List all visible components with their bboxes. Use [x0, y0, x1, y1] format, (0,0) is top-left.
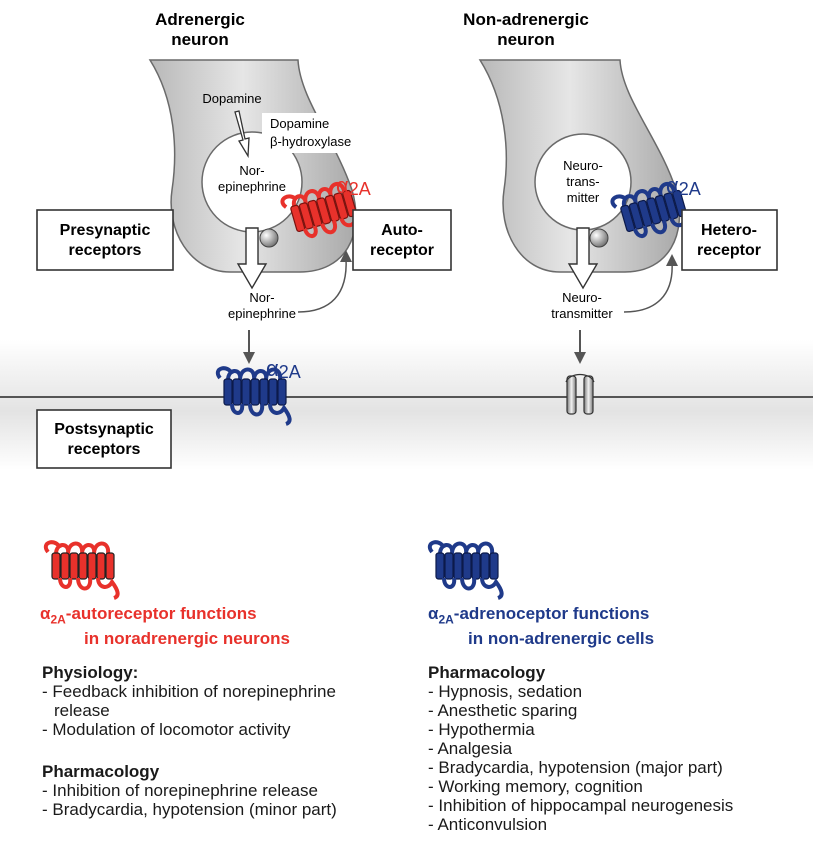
receptor-helix [96, 552, 106, 580]
receptor-c-tail [230, 403, 292, 426]
heteroreceptor-feedback-arrowhead [666, 254, 678, 266]
receptor-helix [435, 552, 445, 580]
receptor-helix [290, 204, 306, 232]
receptor-helix [223, 378, 233, 406]
receptor-helix [333, 192, 349, 220]
neurotransmitter-release-arrow [567, 227, 599, 290]
pharmacology-item: Working memory, cognition [428, 777, 808, 796]
receptor-helix [471, 552, 481, 580]
receptor-c-tail [58, 577, 120, 600]
physiology-item: Modulation of locomotor activity [42, 720, 382, 739]
receptor-helix [232, 378, 242, 406]
receptor-helix [105, 552, 115, 580]
autoreceptor-feedback-arrow [297, 257, 347, 313]
alpha2a-postsynaptic-receptor [215, 366, 292, 426]
autoreceptor-box: Auto-receptor [352, 209, 452, 271]
physiology-heading: Physiology: [42, 663, 139, 682]
pharmacology-item: Anesthetic sparing [428, 701, 808, 720]
pharmacology-heading-right: Pharmacology [428, 663, 546, 682]
adrenoceptor-functions-panel: Pharmacology Hypnosis, sedationAnestheti… [428, 663, 808, 835]
pharmacology-item: Anticonvulsion [428, 815, 808, 834]
receptor-helix [489, 552, 499, 580]
receptor-helix [268, 378, 278, 406]
autoreceptor-functions-title: α2A-autoreceptor functions in noradrener… [40, 604, 290, 649]
receptor-helix [307, 199, 323, 228]
alpha2a-label-auto: α2A [336, 173, 371, 199]
norepinephrine-vesicle-label: Nor-epinephrine [218, 163, 286, 194]
autoreceptor-functions-panel: Physiology: Feedback inhibition of norep… [42, 663, 382, 820]
autoreceptor-feedback-arrowhead [340, 250, 352, 262]
receptor-helix [69, 552, 79, 580]
receptor-helix [241, 378, 251, 406]
pharmacology-item: Bradycardia, hypotension (minor part) [42, 800, 382, 819]
receptor-c-tail [442, 577, 504, 600]
receptor-helix [444, 552, 454, 580]
physiology-list: Feedback inhibition of norepinephrine re… [42, 682, 382, 739]
receptor-helix [298, 202, 314, 230]
dopamine-label: Dopamine [202, 91, 261, 106]
ion-channel [565, 373, 595, 415]
alpha2a-label-hetero: α2A [666, 173, 701, 199]
postsynaptic-arrowhead-right [574, 352, 586, 364]
svg-text:Auto-receptor: Auto-receptor [370, 222, 434, 259]
adrenoceptor-functions-title: α2A-adrenoceptor functions in non-adrene… [428, 604, 655, 649]
receptor-helix [646, 197, 662, 225]
pharmacology-item: Hypnosis, sedation [428, 682, 808, 701]
pharmacology-item: Bradycardia, hypotension (major part) [428, 758, 808, 777]
alpha2a-symbol: α2A [428, 604, 454, 627]
receptor-helix [259, 378, 269, 406]
receptor-helix [628, 202, 644, 230]
adrenoceptor-legend-icon [427, 540, 504, 600]
pharmacology-item: Analgesia [428, 739, 808, 758]
g-protein-ball-right [589, 228, 609, 248]
receptor-helix [51, 552, 61, 580]
pharmacology-item: Inhibition of norepinephrine release [42, 781, 382, 800]
released-neurotransmitter-label: Neuro-transmitter [551, 290, 613, 321]
receptor-helix [620, 204, 636, 232]
receptor-helix [60, 552, 70, 580]
pharmacology-item: Hypothermia [428, 720, 808, 739]
dopamine-arrow [234, 110, 250, 159]
receptor-helix [480, 552, 490, 580]
receptor-helix [637, 199, 653, 228]
receptor-helix [87, 552, 97, 580]
receptor-helix [250, 378, 260, 406]
released-norepinephrine-label: Nor-epinephrine [228, 290, 296, 321]
receptor-helix [78, 552, 88, 580]
alpha2a-label-post: α2A [266, 356, 301, 382]
svg-text:Hetero-receptor: Hetero-receptor [697, 222, 761, 259]
alpha2a-autoreceptor-red [280, 182, 367, 238]
norepinephrine-release-arrow [236, 227, 268, 290]
pharmacology-list-left: Inhibition of norepinephrine releaseBrad… [42, 781, 382, 819]
receptor-helix [316, 197, 332, 225]
receptor-helix [663, 192, 679, 220]
physiology-item: Feedback inhibition of norepinephrine re… [42, 682, 382, 720]
receptor-helix [453, 552, 463, 580]
g-protein-ball-left [259, 228, 279, 248]
pharmacology-list-right: Hypnosis, sedationAnesthetic sparingHypo… [428, 682, 808, 834]
heteroreceptor-box: Hetero-receptor [681, 209, 778, 271]
pharmacology-heading-left: Pharmacology [42, 762, 160, 781]
postsynaptic-arrowhead-left [243, 352, 255, 364]
neurotransmitter-vesicle-label: Neuro-trans-mitter [563, 158, 603, 205]
receptor-helix [277, 378, 287, 406]
receptor-helix [462, 552, 472, 580]
heteroreceptor-feedback-arrow [623, 261, 673, 313]
pharmacology-item: Inhibition of hippocampal neurogenesis [428, 796, 808, 815]
alpha2a-symbol: α2A [40, 604, 66, 627]
autoreceptor-legend-icon [43, 540, 120, 600]
